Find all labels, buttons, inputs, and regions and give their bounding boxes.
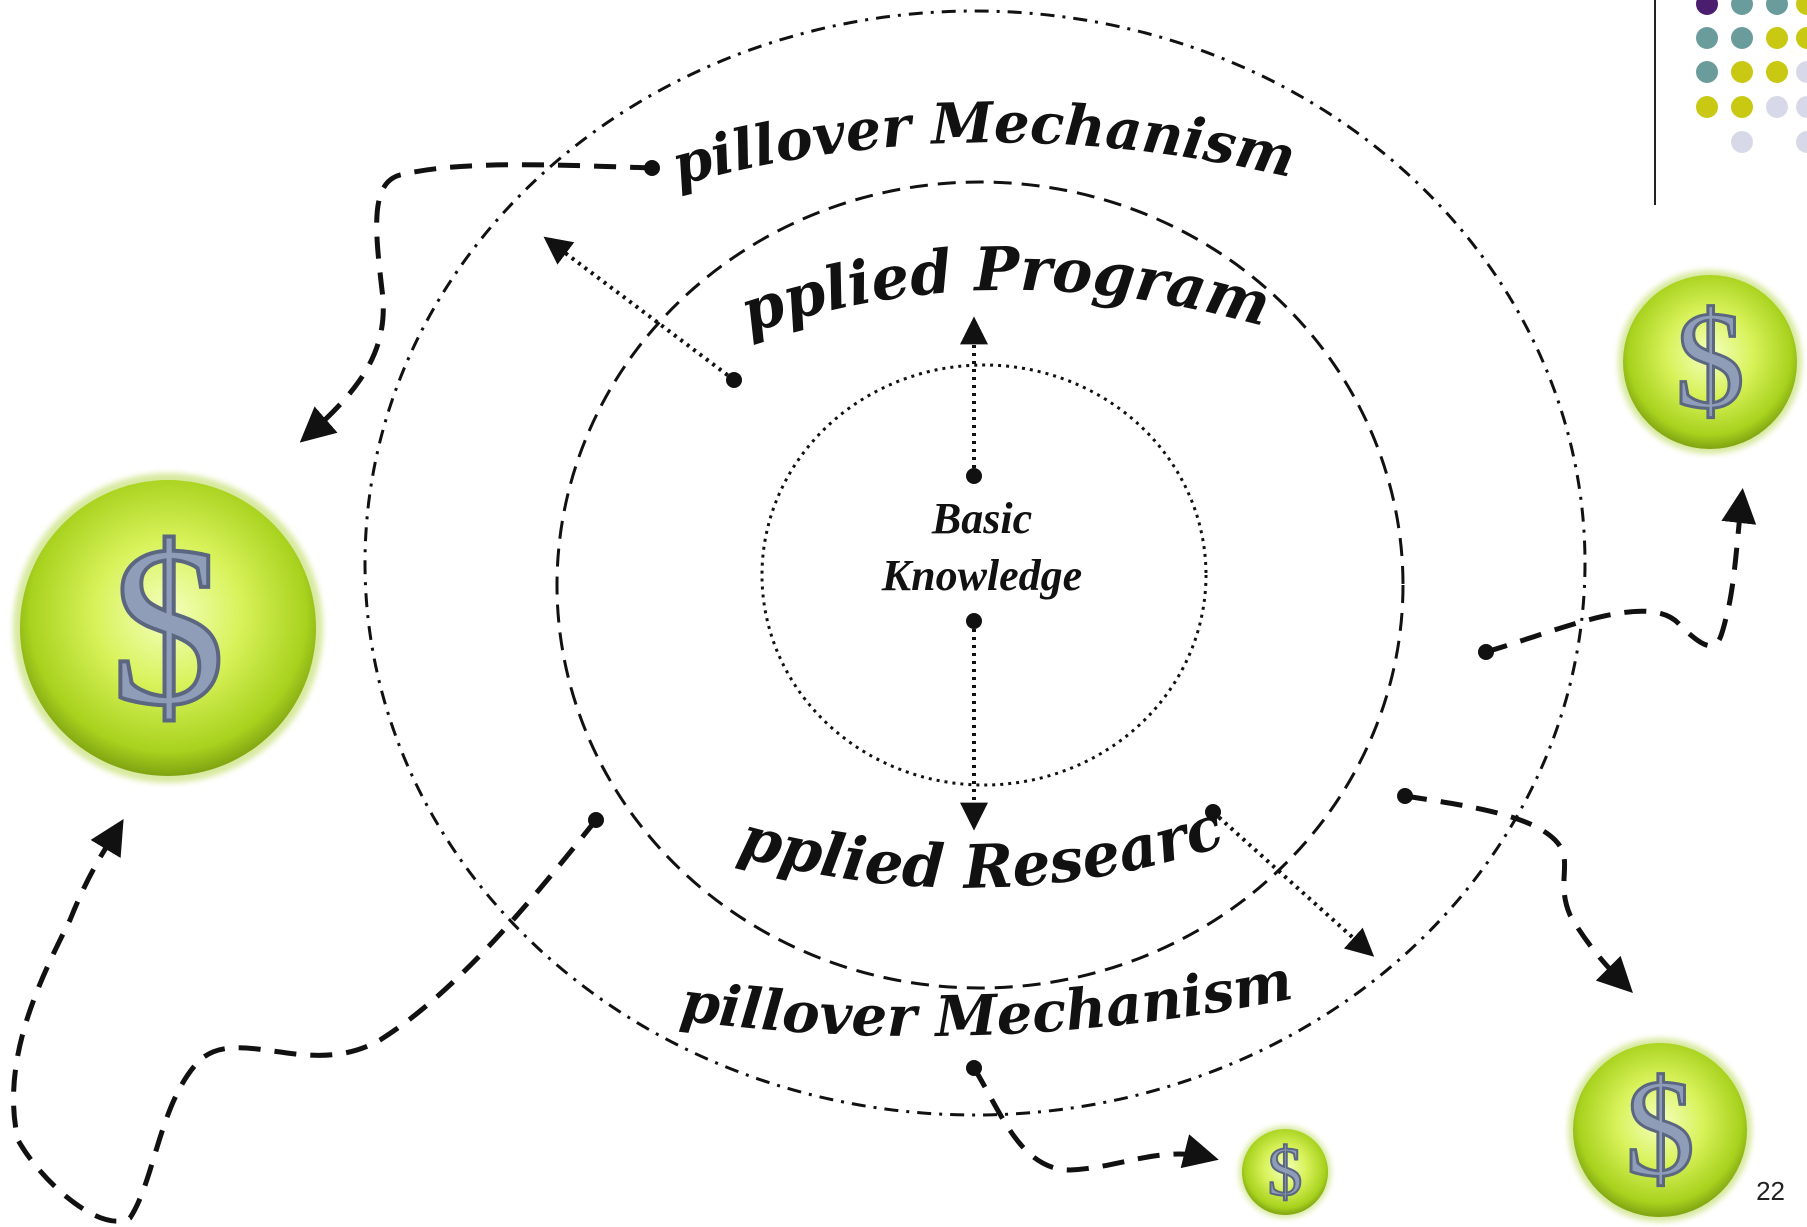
spillover-flow-arrows — [11, 160, 1757, 1224]
middle-ring-applied — [555, 180, 1405, 990]
outer-ring-spillover — [363, 9, 1587, 1117]
page-number: 22 — [1756, 1176, 1785, 1206]
center-label-line1: Basic — [931, 494, 1032, 543]
center-label-line2: Knowledge — [881, 551, 1082, 600]
svg-text:$: $ — [111, 498, 226, 753]
inner-ring-label: Applied Programs — [0, 0, 1277, 348]
svg-text:$: $ — [1675, 283, 1745, 438]
decorative-dot-grid — [1654, 0, 1807, 205]
center-arrows — [960, 316, 988, 831]
dollar-coin-icon: $ — [1568, 1038, 1752, 1222]
inner-ring-basic — [760, 363, 1208, 787]
svg-text:$: $ — [1625, 1051, 1695, 1206]
dollar-coin-icon: $ — [13, 473, 323, 783]
dollar-coin-icon: $ — [1618, 270, 1802, 454]
dollar-coin-icon: $ — [1239, 1126, 1331, 1218]
diagonal-dotted-arrows — [543, 236, 1375, 957]
svg-text:$: $ — [1268, 1134, 1303, 1211]
